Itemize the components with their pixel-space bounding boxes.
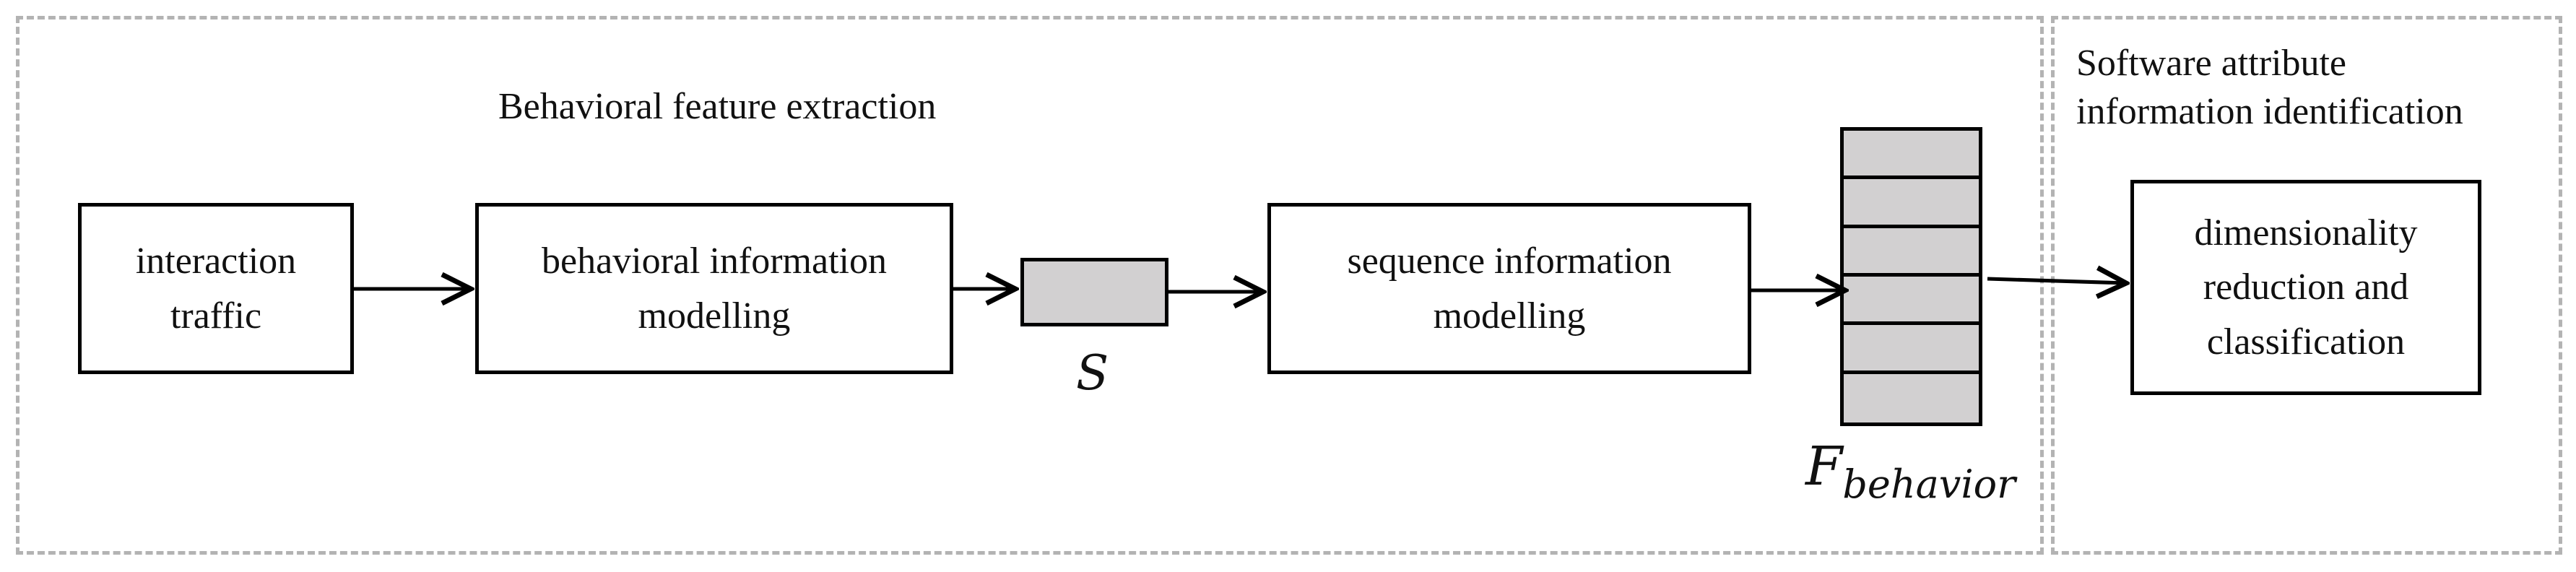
extraction-region xyxy=(16,16,2044,555)
classification-line3: classification xyxy=(2206,321,2406,363)
classification-box: dimensionality reduction and classificat… xyxy=(2130,180,2481,395)
f-behavior-main: F xyxy=(1805,436,1843,498)
classification-line2: reduction and xyxy=(2203,266,2409,308)
identification-region xyxy=(2051,16,2562,555)
classification-line1: dimensionality xyxy=(2194,212,2418,254)
interaction-traffic-line1: interaction xyxy=(135,240,297,282)
f-behavior-symbol: Fbehavior xyxy=(1805,436,2016,507)
behavioral-modelling-line2: modelling xyxy=(638,295,791,337)
f-behavior-cell xyxy=(1844,179,1979,228)
arrow-vector-to-classification xyxy=(1987,279,2126,283)
s-symbol: S xyxy=(1076,345,1109,401)
sequence-modelling-line2: modelling xyxy=(1433,295,1586,337)
identification-title-line2: information identification xyxy=(2076,90,2463,132)
interaction-traffic-line2: traffic xyxy=(170,295,262,337)
sequence-modelling-line1: sequence information xyxy=(1347,240,1672,282)
f-behavior-subscript: behavior xyxy=(1842,462,2016,507)
identification-title-line1: Software attribute xyxy=(2076,43,2346,84)
s-feature-box xyxy=(1020,258,1168,326)
interaction-traffic-box: interaction traffic xyxy=(78,203,354,374)
f-behavior-cell xyxy=(1844,373,1979,422)
f-behavior-cell xyxy=(1844,131,1979,180)
f-behavior-cell xyxy=(1844,277,1979,326)
f-behavior-cell xyxy=(1844,325,1979,374)
behavioral-modelling-line1: behavioral information xyxy=(542,240,887,282)
sequence-modelling-box: sequence information modelling xyxy=(1267,203,1751,374)
extraction-title: Behavioral feature extraction xyxy=(498,86,937,127)
behavioral-modelling-box: behavioral information modelling xyxy=(475,203,953,374)
f-behavior-vector xyxy=(1840,127,1982,426)
f-behavior-cell xyxy=(1844,228,1979,277)
identification-title: Software attribute information identific… xyxy=(2076,40,2463,136)
